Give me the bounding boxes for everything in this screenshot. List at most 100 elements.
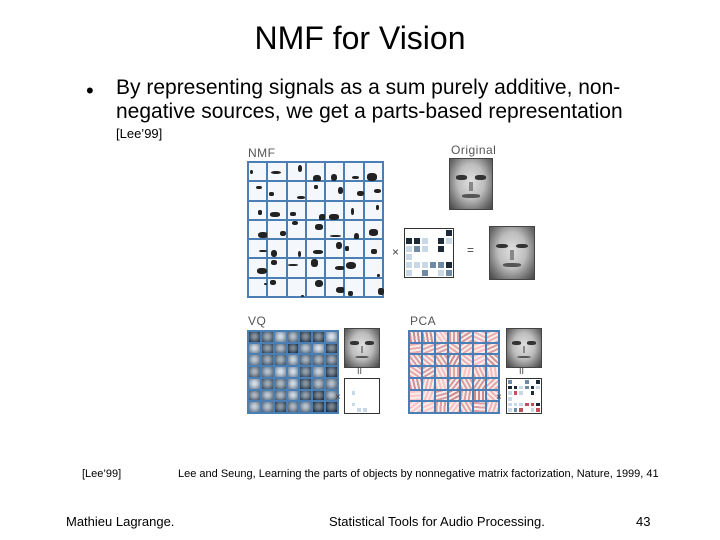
matrix-cell xyxy=(437,269,445,277)
basis-image xyxy=(447,331,461,343)
basis-image xyxy=(299,354,313,367)
basis-image xyxy=(447,354,461,367)
matrix-cell xyxy=(523,379,530,385)
matrix-cell xyxy=(367,384,374,391)
matrix-cell xyxy=(361,384,368,391)
matrix-cell xyxy=(518,390,524,396)
matrix-cell xyxy=(529,401,536,408)
basis-image xyxy=(363,277,384,297)
matrix-cell xyxy=(445,253,453,261)
basis-image xyxy=(299,366,313,378)
basis-image xyxy=(305,258,326,278)
basis-image xyxy=(325,239,345,259)
matrix-cell xyxy=(405,261,413,269)
basis-image xyxy=(286,200,306,220)
basis-image xyxy=(460,366,474,378)
matrix-cell xyxy=(373,401,379,408)
matrix-cell xyxy=(529,384,536,391)
matrix-cell xyxy=(437,261,445,269)
basis-image xyxy=(421,389,435,402)
matrix-cell xyxy=(518,395,524,402)
matrix-cell xyxy=(350,401,357,408)
basis-image xyxy=(363,239,383,259)
basis-image xyxy=(325,162,345,182)
basis-image xyxy=(286,219,306,240)
basis-image xyxy=(286,162,306,182)
matrix-cell xyxy=(356,379,362,385)
basis-image xyxy=(325,219,345,240)
matrix-cell xyxy=(529,395,536,402)
basis-image xyxy=(434,401,448,413)
basis-image xyxy=(267,219,287,240)
basis-image xyxy=(447,377,461,390)
matrix-cell xyxy=(445,269,453,277)
matrix-cell xyxy=(507,390,513,396)
matrix-cell xyxy=(356,390,362,396)
basis-image xyxy=(325,401,338,413)
matrix-cell xyxy=(413,245,421,253)
basis-image xyxy=(409,331,422,343)
basis-image xyxy=(273,401,287,413)
basis-image xyxy=(460,342,474,355)
matrix-cell xyxy=(413,253,421,261)
basis-image xyxy=(260,401,274,413)
basis-image xyxy=(305,162,326,182)
vq-equals-sign: II xyxy=(357,366,363,376)
basis-image xyxy=(260,342,274,355)
basis-image xyxy=(473,331,487,343)
pca-equals-sign: II xyxy=(519,366,525,376)
matrix-cell xyxy=(373,407,379,413)
basis-image xyxy=(248,239,268,259)
matrix-cell xyxy=(518,384,524,391)
matrix-cell xyxy=(356,407,362,413)
basis-image xyxy=(260,331,274,343)
basis-image xyxy=(248,219,268,240)
basis-image xyxy=(473,342,487,355)
basis-image xyxy=(305,219,326,240)
matrix-cell xyxy=(437,229,445,237)
matrix-cell xyxy=(373,379,379,385)
matrix-cell xyxy=(429,237,437,245)
matrix-cell xyxy=(405,245,413,253)
matrix-cell xyxy=(429,269,437,277)
basis-image xyxy=(248,366,261,378)
matrix-cell xyxy=(445,237,453,245)
vq-face-image xyxy=(344,328,380,368)
basis-image xyxy=(325,377,338,390)
basis-image xyxy=(325,258,346,278)
basis-image xyxy=(312,354,326,367)
matrix-cell xyxy=(421,261,429,269)
basis-image xyxy=(473,366,487,378)
basis-image xyxy=(473,389,487,402)
matrix-cell xyxy=(445,229,453,237)
basis-image xyxy=(473,354,487,367)
basis-image xyxy=(460,354,474,367)
matrix-cell xyxy=(361,407,368,413)
basis-image xyxy=(486,354,499,367)
footnote-reference: Lee and Seung, Learning the parts of obj… xyxy=(178,468,659,480)
basis-image xyxy=(447,366,461,378)
basis-image xyxy=(267,181,287,201)
basis-image xyxy=(344,277,364,297)
matrix-cell xyxy=(350,407,357,413)
matrix-cell xyxy=(512,407,519,413)
basis-image xyxy=(312,389,326,402)
basis-image xyxy=(273,354,287,367)
matrix-cell xyxy=(507,395,513,402)
matrix-cell xyxy=(535,407,541,413)
basis-image xyxy=(447,389,461,402)
matrix-cell xyxy=(373,395,379,402)
basis-image xyxy=(286,277,306,298)
vq-times-sign: × xyxy=(335,392,341,403)
basis-image xyxy=(363,219,383,240)
basis-image xyxy=(363,258,383,278)
basis-image xyxy=(486,401,499,413)
matrix-cell xyxy=(367,395,374,402)
basis-image xyxy=(409,389,422,402)
basis-image xyxy=(486,389,499,402)
matrix-cell xyxy=(529,407,536,413)
basis-image xyxy=(248,162,268,182)
matrix-cell xyxy=(405,269,413,277)
matrix-cell xyxy=(445,261,453,269)
slide-title: NMF for Vision xyxy=(254,20,466,56)
